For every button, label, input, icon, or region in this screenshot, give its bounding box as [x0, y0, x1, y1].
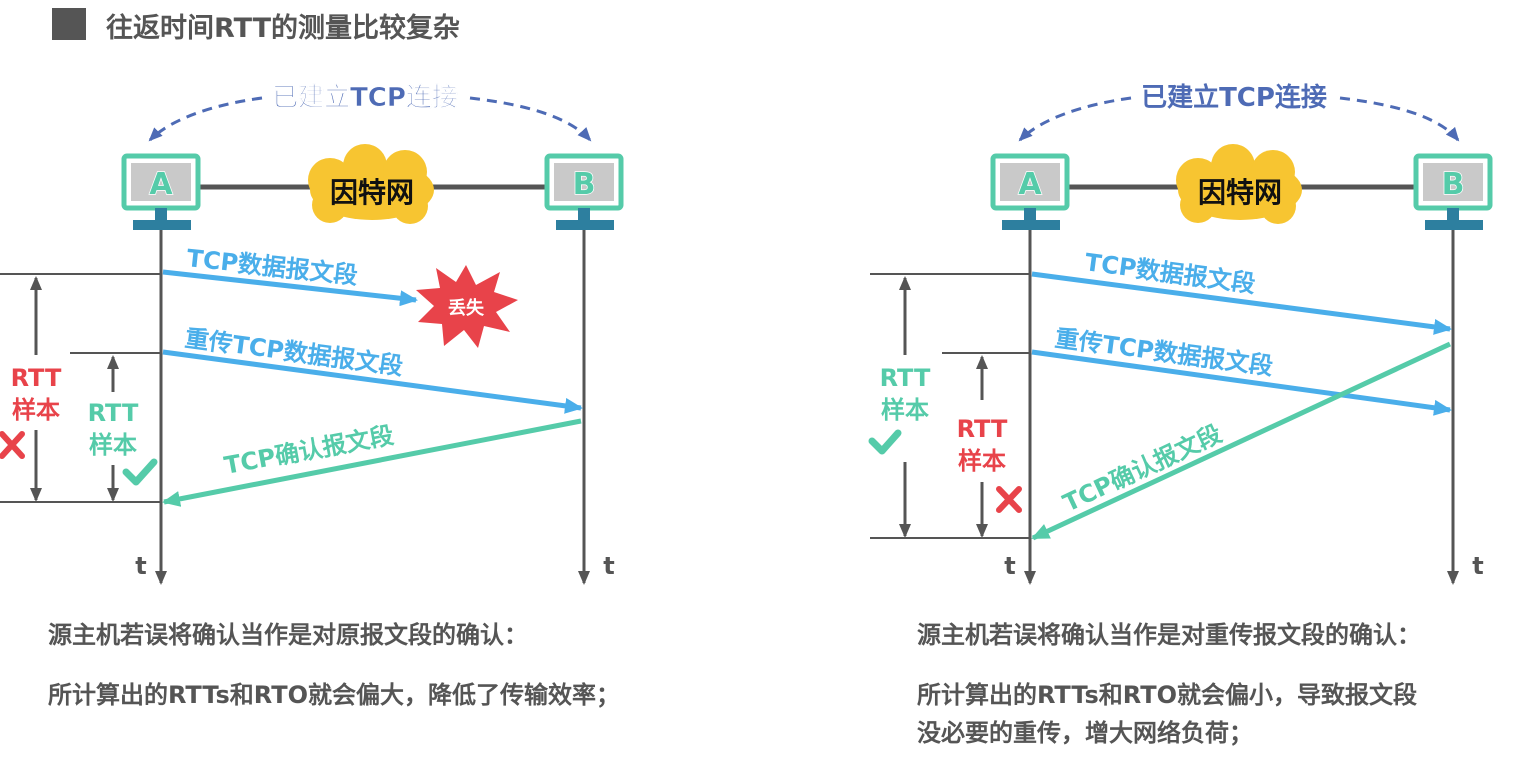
right-inner-cross-icon	[996, 486, 1022, 513]
right-ack-label: TCP确认报文段	[1059, 420, 1226, 518]
right-node-a: A	[1018, 167, 1042, 202]
right-time-label-b: t	[1472, 552, 1483, 580]
right-segment1-arrow	[1031, 271, 1452, 335]
right-outer-rtt-line1: RTT	[880, 364, 931, 392]
left-connection-arc-right	[469, 96, 592, 142]
right-connection-label: 已建立TCP连接	[1141, 82, 1327, 113]
right-time-label-a: t	[1004, 552, 1015, 580]
right-segment2-arrow	[1031, 349, 1452, 416]
left-diagram: 已建立TCP连接 因特网 A	[0, 82, 624, 585]
left-ack-label: TCP确认报文段	[222, 421, 396, 480]
left-caption-line2: 所计算出的RTTs和RTO就会偏大，降低了传输效率；	[48, 681, 620, 709]
right-inner-rtt-line1: RTT	[957, 415, 1008, 443]
left-terminal-b-icon	[544, 153, 624, 230]
left-segment2-arrow	[162, 349, 583, 414]
left-inner-rtt-line2: 样本	[89, 431, 137, 459]
right-caption-line2: 所计算出的RTTs和RTO就会偏小，导致报文段	[917, 681, 1417, 709]
left-cloud-label: 因特网	[330, 176, 414, 209]
right-ack-arrow	[1031, 341, 1452, 541]
right-node-b: B	[1442, 167, 1465, 202]
left-outer-cross-icon	[0, 431, 25, 459]
left-connection-arc	[148, 96, 263, 142]
right-cloud-icon	[1176, 144, 1302, 224]
left-lost-burst-icon	[416, 265, 518, 348]
right-connection-arc-right	[1339, 96, 1460, 142]
right-diagram: 已建立TCP连接 因特网 A	[868, 82, 1493, 585]
left-caption-line1: 源主机若误将确认当作是对原报文段的确认：	[48, 621, 528, 649]
page-title: 往返时间RTT的测量比较复杂	[106, 13, 461, 44]
right-outer-check-icon	[868, 429, 902, 455]
left-inner-check-icon	[122, 458, 158, 486]
left-outer-rtt-line1: RTT	[11, 364, 62, 392]
left-connection-label: 已建立TCP连接	[272, 82, 458, 113]
left-segment2-label: 重传TCP数据报文段	[183, 324, 404, 380]
right-terminal-b-icon	[1413, 153, 1493, 230]
left-node-b: B	[573, 167, 596, 202]
right-connection-arc	[1018, 96, 1132, 142]
title-marker	[52, 8, 86, 40]
right-outer-rtt-line2: 样本	[881, 396, 929, 424]
left-cloud-icon	[308, 144, 434, 224]
right-caption-line3: 没必要的重传，增大网络负荷；	[917, 719, 1253, 747]
left-node-a: A	[149, 167, 173, 202]
left-terminal-a-icon	[121, 153, 201, 230]
left-time-label-a: t	[135, 552, 146, 580]
left-ack-arrow	[162, 418, 582, 507]
right-cloud-label: 因特网	[1198, 176, 1282, 209]
left-outer-rtt-line2: 样本	[12, 396, 60, 424]
left-time-label-b: t	[603, 552, 614, 580]
left-segment1-arrow	[162, 269, 418, 307]
right-caption-line1: 源主机若误将确认当作是对重传报文段的确认：	[917, 621, 1421, 649]
right-inner-rtt-line2: 样本	[958, 447, 1006, 475]
right-terminal-a-icon	[990, 153, 1070, 230]
left-lost-label: 丢失	[448, 297, 485, 319]
left-inner-rtt-line1: RTT	[88, 399, 139, 427]
